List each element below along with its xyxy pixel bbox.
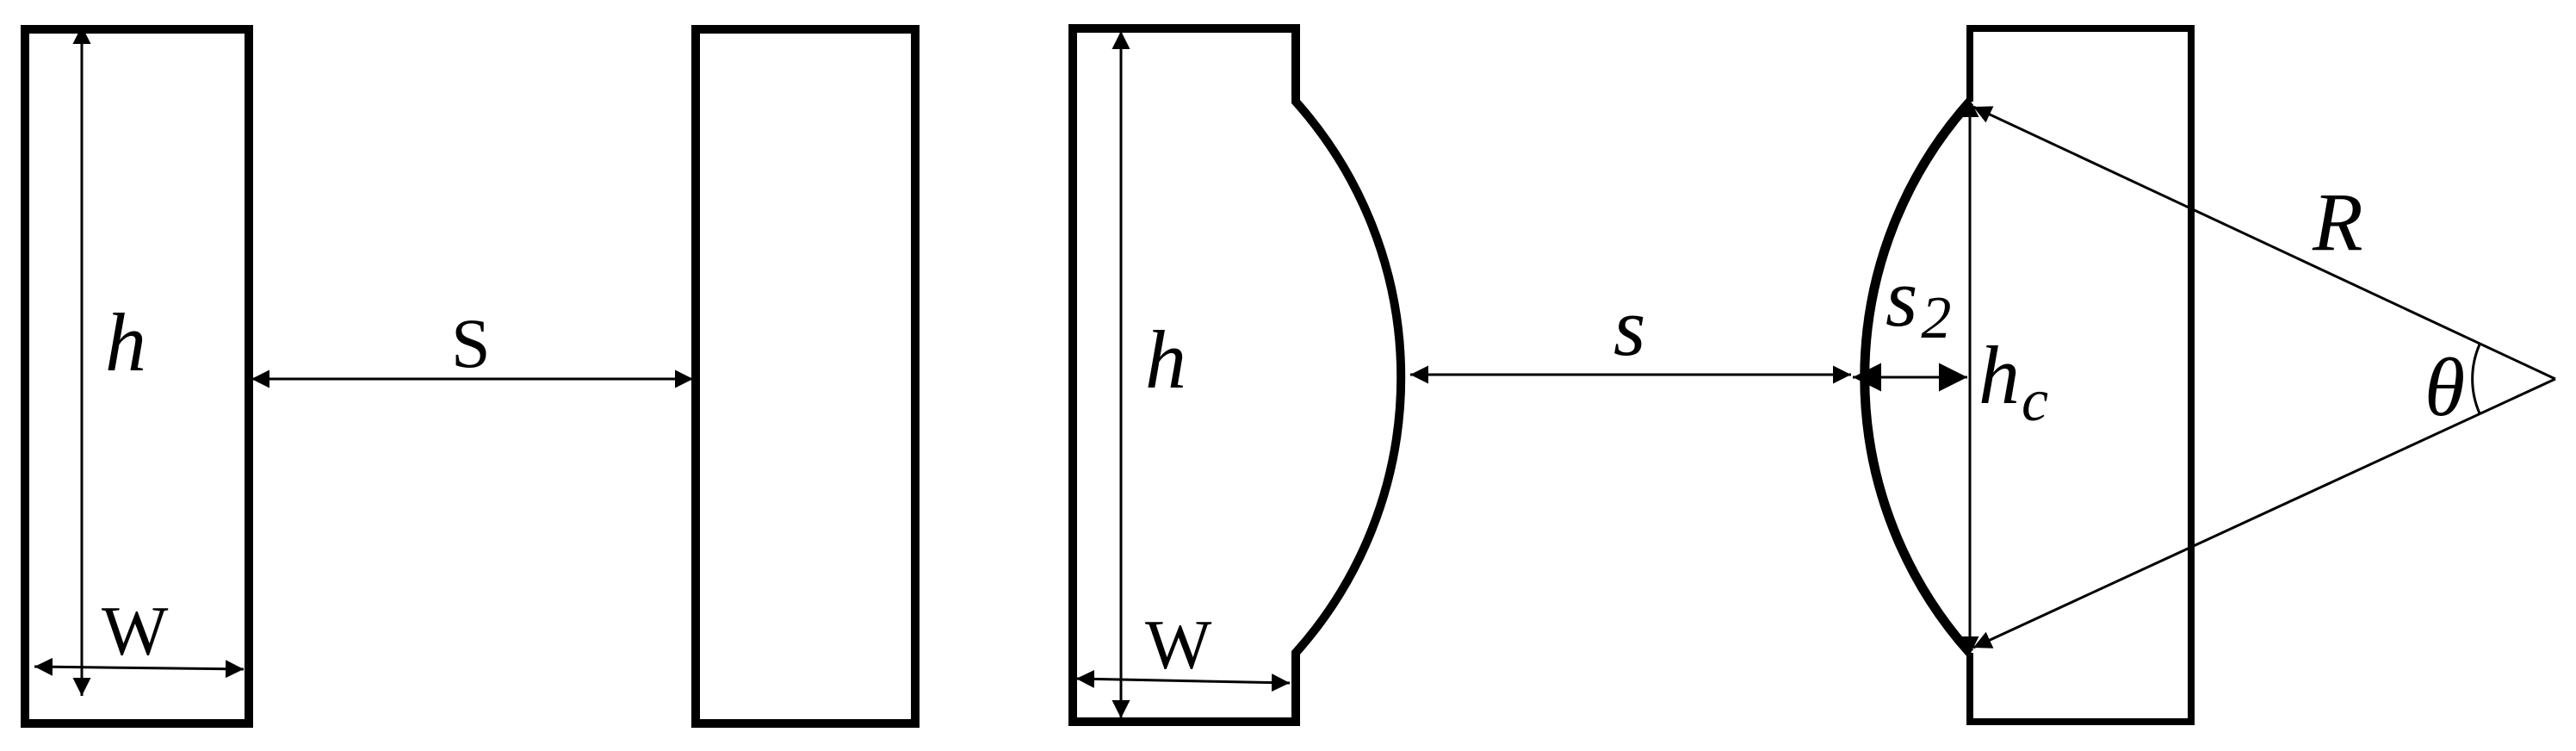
left-width-dimension-arrow [34, 657, 245, 679]
angle-arc [2471, 344, 2481, 414]
left-plate-rect [21, 25, 253, 728]
radius-line-upper [1972, 105, 2556, 381]
concave-plate-outline [1966, 25, 2195, 725]
right-gap-label: s [1613, 281, 1645, 373]
sagitta-label: s2 [1886, 251, 1951, 351]
chord-height-label: hc [1978, 329, 2048, 434]
right-height-label: h [1145, 313, 1186, 406]
convex-plate-outline [1068, 24, 1406, 726]
angle-label: θ [2424, 341, 2465, 433]
chord-height-label-subscript: c [2022, 368, 2048, 434]
left-height-label: h [105, 296, 146, 388]
right-plate-rect [691, 25, 920, 728]
left-gap-label: S [451, 304, 491, 382]
right-width-label: W [1145, 605, 1212, 684]
flat-plate-pair: h W S [21, 25, 920, 728]
left-width-label: W [102, 592, 169, 670]
sagitta-label-subscript: 2 [1921, 285, 1951, 351]
curved-plate-pair: h W s s2 hc R θ [1068, 24, 2556, 726]
chord-height-label-base: h [1978, 329, 2020, 421]
right-width-dimension-arrow [1075, 669, 1291, 692]
sagitta-label-base: s [1886, 251, 1917, 344]
radius-line-lower [1972, 377, 2556, 649]
radius-label: R [2312, 176, 2363, 268]
